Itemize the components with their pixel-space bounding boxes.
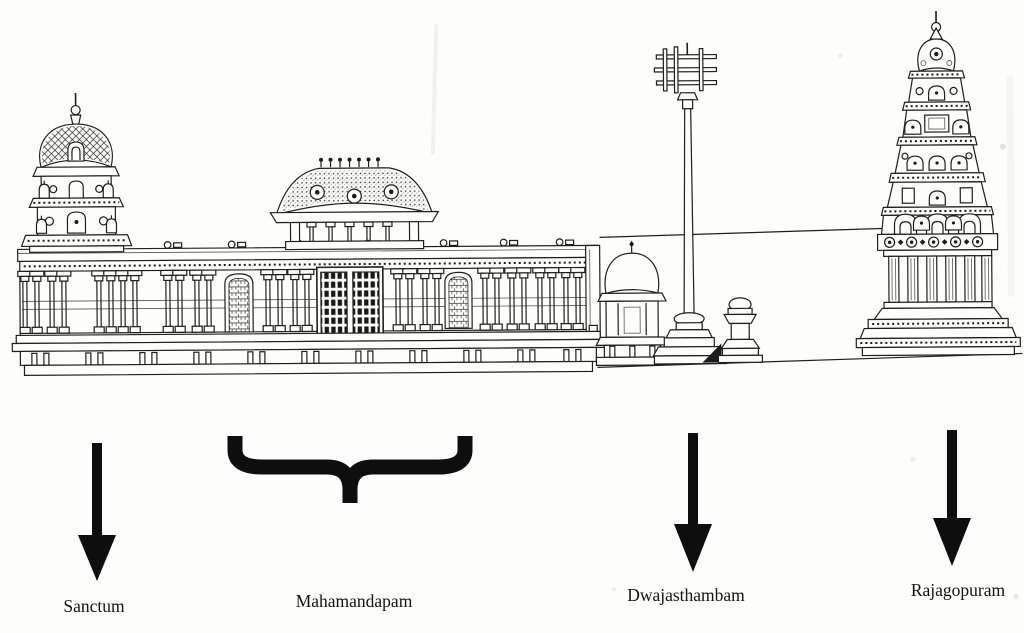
rajagopuram-drawing [855, 11, 1021, 357]
dwajasthambam-down-arrow-icon [674, 433, 712, 572]
rajagopuram-down-arrow-icon [933, 430, 971, 566]
annotations: Sanctum Mahamandapam Dwajasthambam Rajag… [63, 430, 1006, 616]
scan-artifacts [430, 24, 1019, 599]
label-sanctum: Sanctum [63, 596, 125, 616]
lattice-door [315, 266, 385, 351]
shala-dome-drawing [269, 156, 440, 251]
sanctum-vimana-drawing [20, 93, 133, 253]
niche-right [444, 271, 473, 330]
shrine-dome-drawing [595, 241, 670, 367]
niche-left [224, 273, 254, 333]
label-mahamandapam: Mahamandapam [296, 591, 413, 611]
temple-drawing [11, 11, 1023, 599]
label-dwajasthambam: Dwajasthambam [627, 585, 745, 605]
sanctum-down-arrow-icon [78, 443, 116, 581]
mahamandapam-hall-drawing [11, 238, 605, 377]
altar-drawing [702, 297, 764, 364]
flagstaff-drawing [652, 42, 728, 365]
roof-connector-line [599, 227, 886, 238]
label-rajagopuram: Rajagopuram [911, 580, 1006, 600]
mahamandapam-brace-icon [227, 436, 473, 503]
